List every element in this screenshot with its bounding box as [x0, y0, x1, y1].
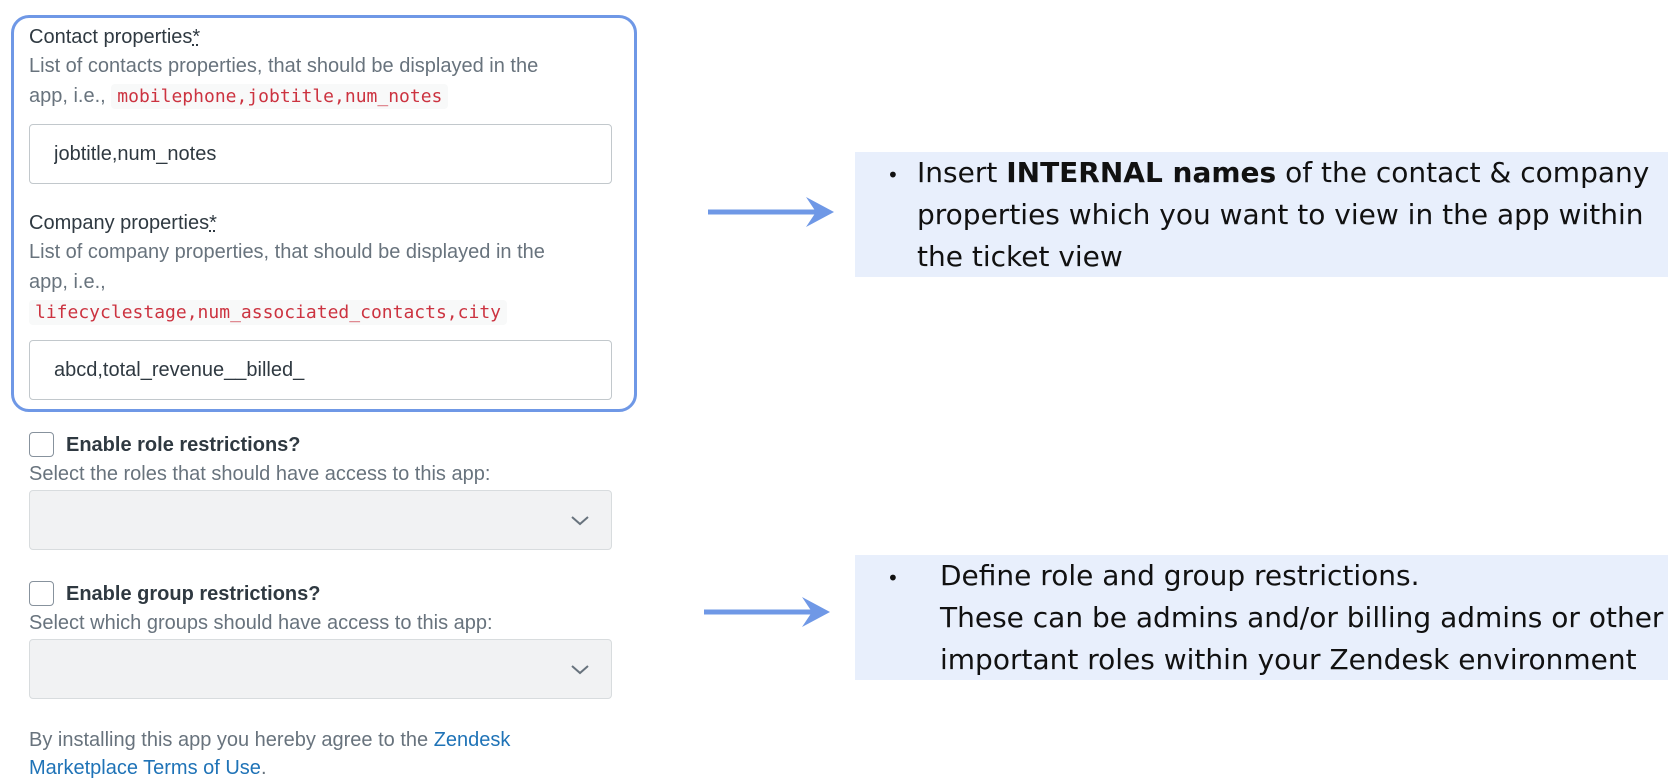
chevron-down-icon — [571, 516, 589, 526]
role-restrictions-hint: Select the roles that should have access… — [29, 463, 491, 485]
arrow-right-icon — [704, 597, 830, 627]
bullet: • — [887, 163, 899, 187]
company-properties-example-code: lifecyclestage,num_associated_contacts,c… — [29, 300, 507, 325]
annotation-properties-note: • Insert INTERNAL names of the contact &… — [855, 152, 1668, 277]
groups-select[interactable] — [29, 639, 612, 699]
required-marker: * — [209, 212, 217, 234]
contact-properties-example-code: mobilephone,jobtitle,num_notes — [111, 84, 449, 109]
role-restrictions-checkbox[interactable] — [29, 432, 54, 457]
group-restrictions-checkbox[interactable] — [29, 581, 54, 606]
required-marker: * — [192, 26, 201, 48]
terms-link[interactable]: Zendesk — [433, 729, 511, 751]
annotation-restrictions-note: • Define role and group restrictions. Th… — [855, 555, 1668, 680]
role-restrictions-label[interactable]: Enable role restrictions? — [66, 434, 301, 456]
terms-notice: By installing this app you hereby agree … — [29, 729, 511, 779]
company-properties-label: Company properties* — [29, 212, 217, 234]
contact-properties-label: Contact properties* — [29, 26, 201, 48]
emphasis-text: INTERNAL names — [1006, 156, 1277, 189]
company-properties-input[interactable] — [29, 340, 612, 400]
highlight-frame — [11, 15, 637, 412]
roles-select[interactable] — [29, 490, 612, 550]
arrow-right-icon — [708, 197, 834, 227]
group-restrictions-label[interactable]: Enable group restrictions? — [66, 583, 321, 605]
terms-link-continued[interactable]: Marketplace Terms of Use — [29, 757, 261, 779]
chevron-down-icon — [571, 665, 589, 675]
company-properties-hint: List of company properties, that should … — [29, 241, 545, 325]
bullet: • — [887, 566, 899, 590]
contact-properties-hint: List of contacts properties, that should… — [29, 55, 539, 109]
contact-properties-input[interactable] — [29, 124, 612, 184]
group-restrictions-hint: Select which groups should have access t… — [29, 612, 493, 634]
